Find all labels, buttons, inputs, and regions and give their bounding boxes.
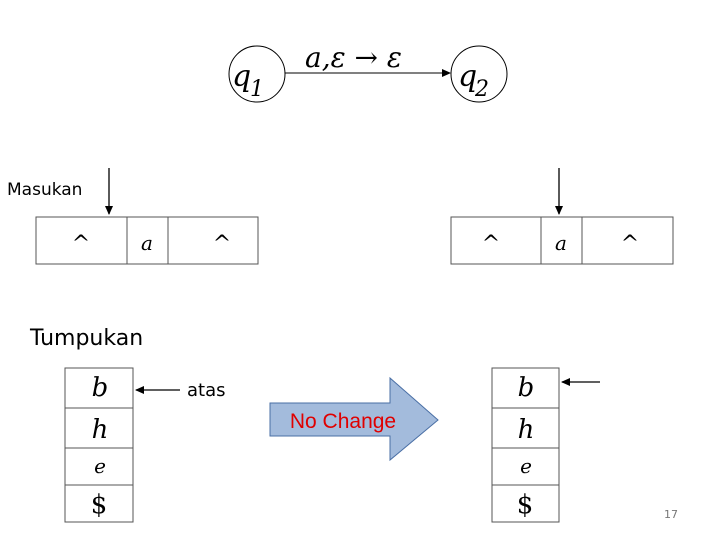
input-label: Masukan	[7, 180, 83, 200]
stack-symbol: h	[518, 415, 535, 445]
state-q1: q 1	[228, 45, 286, 103]
stack-symbol: e	[94, 454, 106, 478]
page-number: 17	[664, 508, 678, 521]
state-q2-letter: q	[458, 59, 477, 94]
stack-before: b h e $	[64, 367, 134, 523]
stack-symbol: h	[92, 415, 109, 445]
state-q1-circle	[228, 45, 286, 103]
input-tape-after: ^ a ^	[450, 216, 674, 265]
stack-cell	[64, 484, 134, 523]
stack-cell	[64, 367, 134, 409]
stack-cell	[491, 367, 560, 409]
tape-cell-2	[126, 216, 169, 265]
stack-symbol: $	[91, 490, 108, 520]
tape-cell-3	[167, 216, 259, 265]
tape-symbol: ^	[213, 232, 231, 257]
state-q2-circle	[450, 45, 508, 103]
tape-cell-1	[35, 216, 128, 265]
tape-symbol: a	[141, 231, 153, 255]
state-q2-index: 2	[474, 77, 489, 102]
tape-cell-1	[450, 216, 542, 265]
stack-label: Tumpukan	[30, 326, 144, 351]
stack-cell	[64, 407, 134, 449]
tape-cell-3	[581, 216, 674, 265]
stack-symbol: b	[518, 373, 535, 403]
input-tape-before: ^ a ^	[35, 216, 259, 265]
no-change-arrow	[269, 376, 439, 462]
stack-cell	[491, 484, 560, 523]
state-q1-index: 1	[250, 77, 264, 102]
tape-symbol: ^	[482, 232, 500, 257]
stack-after: b h e $	[491, 367, 560, 523]
stack-symbol: $	[517, 490, 534, 520]
tape-symbol: a	[555, 231, 567, 255]
stack-cell	[491, 447, 560, 486]
stack-top-label: atas	[187, 380, 226, 401]
tape-cell-2	[540, 216, 583, 265]
tape-symbol: ^	[72, 232, 90, 257]
stack-symbol: b	[92, 373, 109, 403]
tape-symbol: ^	[621, 232, 639, 257]
stack-cell	[64, 447, 134, 486]
transition-label: a,ε → ε	[305, 41, 402, 74]
state-q2: q 2	[450, 45, 508, 103]
no-change-label: No Change	[290, 410, 396, 433]
stack-symbol: e	[520, 454, 532, 478]
state-q1-letter: q	[232, 59, 251, 94]
